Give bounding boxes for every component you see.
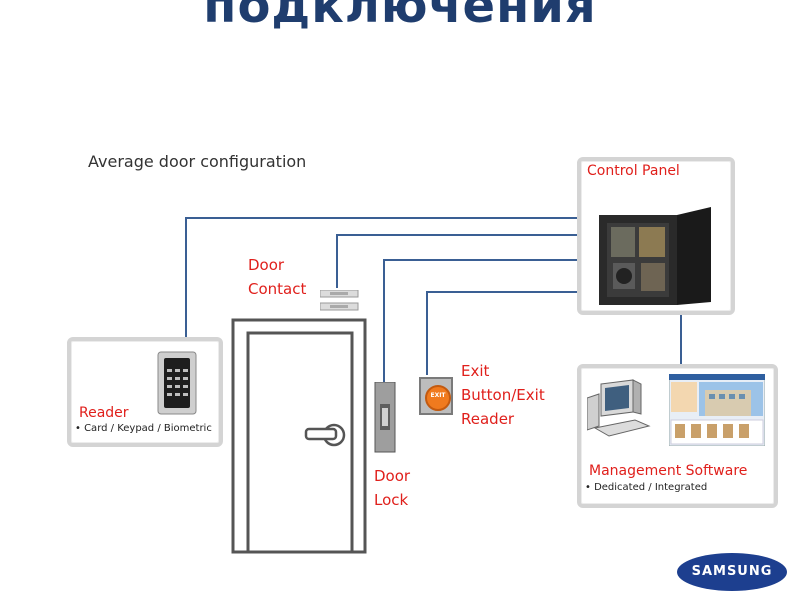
door-contact-sensor-image xyxy=(320,290,359,311)
wire-door-lock xyxy=(383,259,580,382)
door-contact-label: Door Contact xyxy=(248,256,307,298)
management-software-types: • Dedicated / Integrated xyxy=(585,482,708,493)
page-title: подключения xyxy=(203,0,597,34)
reader-box: Reader • Card / Keypad / Biometric xyxy=(67,337,223,447)
reader-label: Reader xyxy=(79,405,129,421)
exit-button-device: EXIT xyxy=(419,377,453,415)
management-software-label: Management Software xyxy=(589,463,748,479)
control-panel-label: Control Panel xyxy=(587,163,680,179)
door-lock-image xyxy=(374,382,396,453)
diagram-subtitle: Average door configuration xyxy=(88,152,307,171)
wire-door-contact xyxy=(336,234,580,288)
control-panel-box: Control Panel xyxy=(577,157,735,315)
control-panel-cabinet-image xyxy=(599,207,711,305)
computer-icon xyxy=(587,379,651,437)
management-software-box: Management Software • Dedicated / Integr… xyxy=(577,364,778,508)
door-image xyxy=(231,318,367,554)
wire-exit-button xyxy=(426,291,580,375)
keypad-reader-image xyxy=(157,351,197,415)
exit-button-label: Exit Button/Exit Reader xyxy=(461,362,545,428)
wire-reader xyxy=(185,217,580,345)
samsung-logo: SAMSUNG xyxy=(677,553,787,591)
door-lock-label: Door Lock xyxy=(374,467,411,509)
exit-button-text: EXIT xyxy=(430,392,446,399)
reader-types: • Card / Keypad / Biometric xyxy=(75,423,212,434)
exit-button-face: EXIT xyxy=(425,385,451,411)
software-screenshot-image xyxy=(669,374,765,446)
